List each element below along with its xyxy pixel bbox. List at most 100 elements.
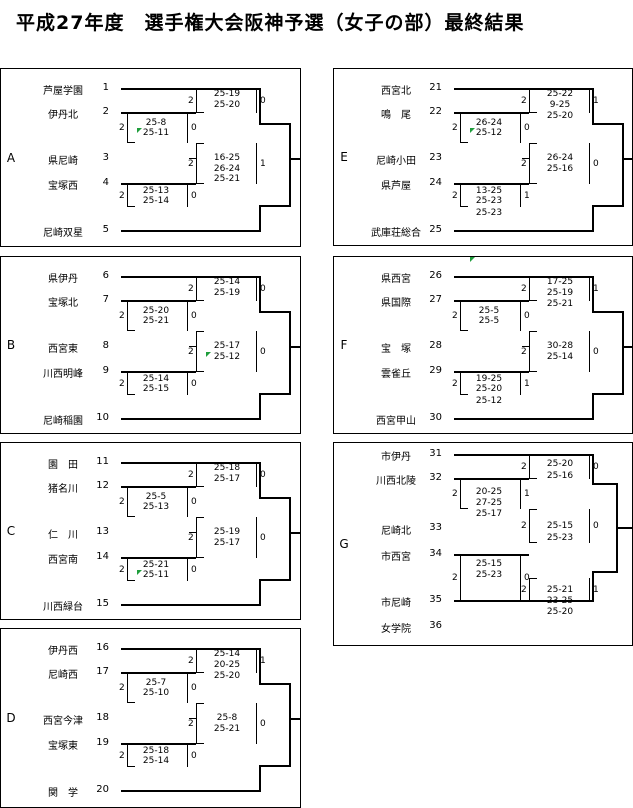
seed-number: 14 <box>96 551 109 562</box>
set-score: 26-24 <box>213 164 241 174</box>
sets-won-right: 0 <box>593 462 599 472</box>
winner-line <box>289 497 291 581</box>
seed-number: 27 <box>429 294 442 305</box>
sets-won-left: 2 <box>521 346 527 357</box>
team-name: 尼崎小田 <box>376 156 416 167</box>
winner-line <box>454 454 594 456</box>
set-score: 25-12 <box>475 396 503 406</box>
sets-won-left: 2 <box>119 750 125 761</box>
winner-line <box>259 205 261 231</box>
seed-number: 1 <box>102 82 109 93</box>
set-score: 27-25 <box>475 498 503 508</box>
group-label: D <box>6 711 16 725</box>
match-bracket-right <box>256 463 257 487</box>
winner-line <box>592 205 624 207</box>
team-name: 尼崎稲園 <box>43 416 83 427</box>
winner-line <box>259 648 261 683</box>
sets-won-left: 2 <box>119 497 125 507</box>
sets-won-left: 2 <box>188 158 194 169</box>
winner-line <box>259 88 261 123</box>
sets-won-right: 1 <box>524 190 530 201</box>
seed-number: 8 <box>102 340 109 351</box>
sets-won-left: 2 <box>119 123 125 133</box>
winner-line <box>121 743 196 745</box>
match-bracket <box>529 277 537 301</box>
group-label: E <box>340 150 348 164</box>
bracket-link <box>189 158 196 159</box>
sets-won-right: 0 <box>260 470 266 480</box>
sets-won-left: 2 <box>452 489 458 499</box>
set-score: 25-21 <box>213 724 241 734</box>
set-score: 25-16 <box>546 471 574 481</box>
winner-line <box>121 486 196 488</box>
set-score: 25-5 <box>478 306 500 316</box>
winner-line <box>121 371 196 373</box>
sets-won-right: 0 <box>260 284 266 294</box>
bracket-link <box>522 158 529 159</box>
set-score: 25-21 <box>142 560 170 570</box>
team-name: 宝塚北 <box>48 298 78 309</box>
winner-line <box>121 300 196 302</box>
winner-line <box>289 311 291 395</box>
set-score: 9-25 <box>549 100 571 110</box>
set-score: 25-14 <box>213 649 241 659</box>
winner-line <box>259 393 261 419</box>
team-name: 園 田 <box>48 460 78 471</box>
comment-marker <box>470 128 475 133</box>
winner-line <box>289 718 301 720</box>
sets-won-left: 2 <box>452 311 458 321</box>
seed-number: 36 <box>429 620 442 631</box>
winner-line <box>622 311 624 395</box>
match-bracket-right <box>520 301 521 331</box>
seed-number: 12 <box>96 480 109 491</box>
sets-won-left: 2 <box>119 190 125 201</box>
winner-line <box>121 648 261 650</box>
seed-number: 5 <box>102 224 109 235</box>
team-name: 県芦屋 <box>381 181 411 192</box>
sets-won-right: 0 <box>593 521 599 531</box>
winner-line <box>289 158 301 160</box>
sets-won-right: 0 <box>191 564 197 575</box>
winner-line <box>454 478 529 480</box>
set-score: 25-14 <box>213 277 241 287</box>
winner-line <box>121 462 261 464</box>
team-name: 川西緑台 <box>43 602 83 613</box>
winner-line <box>121 557 196 559</box>
seed-number: 23 <box>429 152 442 163</box>
match-bracket-right <box>256 703 257 744</box>
seed-number: 34 <box>429 548 442 559</box>
team-name: 鳴 尾 <box>381 110 411 121</box>
set-score: 25-16 <box>546 164 574 174</box>
winner-line <box>592 88 594 123</box>
seed-number: 16 <box>96 642 109 653</box>
winner-line <box>259 205 291 207</box>
set-score: 25-20 <box>142 306 170 316</box>
team-name: 関 学 <box>48 788 78 799</box>
sets-won-left: 2 <box>188 656 194 666</box>
sets-won-right: 0 <box>191 750 197 761</box>
seed-number: 30 <box>429 412 442 423</box>
set-score: 25-8 <box>216 713 238 723</box>
match-bracket-right <box>187 558 188 581</box>
seed-number: 24 <box>429 177 442 188</box>
set-score: 25-20 <box>546 607 574 617</box>
seed-number: 4 <box>102 177 109 188</box>
winner-line <box>259 311 291 313</box>
winner-line <box>622 123 624 207</box>
team-name: 西宮甲山 <box>376 416 416 427</box>
sets-won-left: 2 <box>119 683 125 693</box>
sets-won-right: 0 <box>593 346 599 357</box>
match-bracket <box>529 89 537 113</box>
sets-won-right: 0 <box>593 158 599 169</box>
set-score: 17-25 <box>546 277 574 287</box>
team-name: 市伊丹 <box>381 452 411 463</box>
set-score: 25-21 <box>546 585 574 595</box>
sets-won-right: 1 <box>260 158 266 169</box>
sets-won-left: 2 <box>119 564 125 575</box>
set-score: 25-20 <box>213 671 241 681</box>
sets-won-right: 0 <box>524 123 530 133</box>
set-score: 25-19 <box>213 288 241 298</box>
winner-line <box>454 418 594 420</box>
sets-won-left: 2 <box>521 158 527 169</box>
